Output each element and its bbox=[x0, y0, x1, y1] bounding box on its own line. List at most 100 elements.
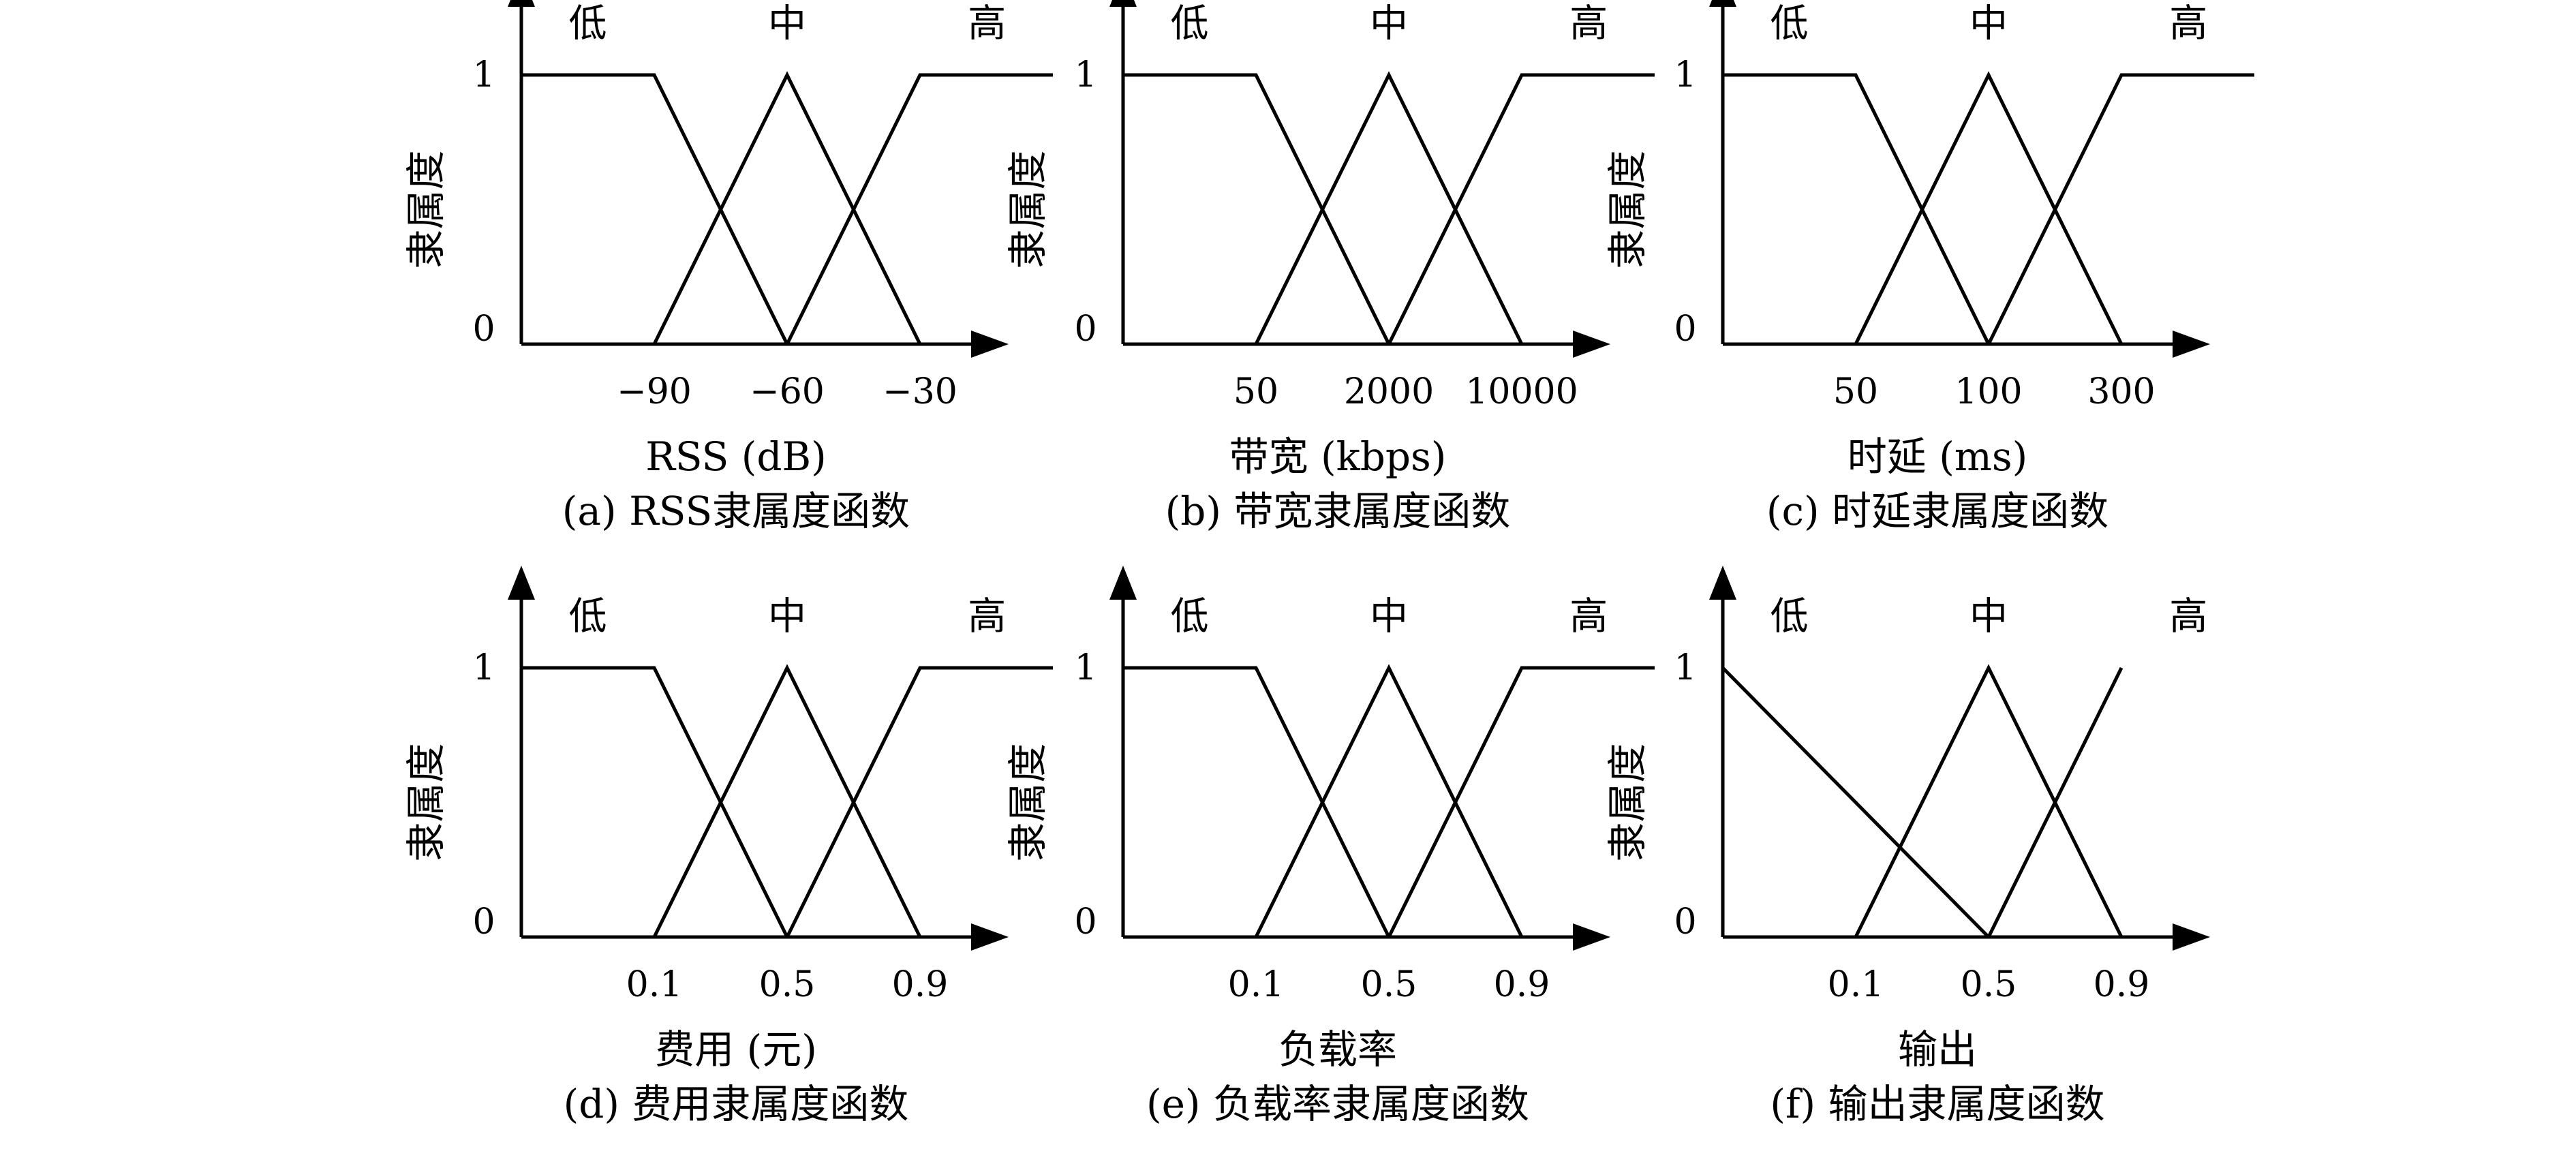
y-tick-label: 0 bbox=[472, 902, 495, 942]
series-label: 高 bbox=[2169, 2, 2207, 46]
series-line-3 bbox=[1987, 73, 2254, 346]
series-line-2 bbox=[1254, 71, 1524, 346]
x-tick-label: 0.5 bbox=[759, 964, 816, 1005]
y-axis-arrow bbox=[508, 0, 535, 7]
y-tick-label: 0 bbox=[1674, 902, 1696, 942]
x-axis-label: 输出 bbox=[1898, 1026, 1977, 1073]
x-tick-label: 300 bbox=[2087, 371, 2155, 412]
chart-panel-5: 0 1 隶属度 0.1 0.5 0.9 负载率 (e) 负载率隶属度函数 低 中 高 bbox=[1005, 566, 1655, 1127]
y-tick-label: 0 bbox=[1074, 902, 1097, 942]
series-label: 高 bbox=[968, 595, 1006, 639]
series-label: 高 bbox=[2169, 595, 2207, 639]
x-tick-label: −30 bbox=[883, 371, 957, 412]
x-tick-label: 0.1 bbox=[1228, 964, 1285, 1005]
series-line-2 bbox=[1254, 664, 1524, 938]
y-axis-arrow bbox=[1709, 566, 1736, 600]
series-label: 中 bbox=[1370, 595, 1408, 639]
series-line-2 bbox=[652, 664, 922, 938]
series-line-1 bbox=[1123, 73, 1391, 346]
chart-caption: (c) 时延隶属度函数 bbox=[1766, 488, 2109, 534]
chart-caption: (b) 带宽隶属度函数 bbox=[1165, 488, 1511, 534]
x-tick-label: 0.5 bbox=[1361, 964, 1417, 1005]
series-label: 低 bbox=[1770, 595, 1809, 639]
x-tick-label: 0.1 bbox=[1828, 964, 1884, 1005]
x-axis-arrow bbox=[971, 331, 1009, 358]
y-axis-label: 隶属度 bbox=[1604, 150, 1651, 268]
x-tick-label: 10000 bbox=[1465, 371, 1578, 412]
x-tick-label: 2000 bbox=[1344, 371, 1434, 412]
x-axis-arrow bbox=[2173, 331, 2210, 358]
y-tick-label: 1 bbox=[1074, 647, 1097, 688]
x-axis-label: 带宽 (kbps) bbox=[1229, 433, 1447, 480]
series-label: 低 bbox=[1770, 2, 1809, 46]
series-line-3 bbox=[785, 73, 1053, 346]
series-label: 高 bbox=[1569, 2, 1608, 46]
chart-caption: (a) RSS隶属度函数 bbox=[562, 488, 910, 534]
y-tick-label: 1 bbox=[1674, 647, 1696, 688]
x-tick-label: 0.5 bbox=[1961, 964, 2017, 1005]
x-axis-label: RSS (dB) bbox=[645, 433, 827, 480]
x-tick-label: 50 bbox=[1833, 371, 1878, 412]
x-axis-arrow bbox=[2173, 923, 2210, 951]
x-tick-label: 50 bbox=[1233, 371, 1278, 412]
y-tick-label: 0 bbox=[1074, 309, 1097, 350]
chart-panel-4: 0 1 隶属度 0.1 0.5 0.9 费用 (元) (d) 费用隶属度函数 低 中 高 bbox=[403, 566, 1053, 1127]
x-axis-label: 时延 (ms) bbox=[1847, 433, 2027, 480]
series-label: 中 bbox=[1969, 595, 2008, 639]
series-label: 中 bbox=[1370, 2, 1408, 46]
chart-caption: (f) 输出隶属度函数 bbox=[1770, 1081, 2104, 1127]
series-line-2 bbox=[1854, 71, 2123, 346]
y-axis-arrow bbox=[1109, 0, 1137, 7]
x-axis-label: 费用 (元) bbox=[655, 1026, 817, 1073]
y-tick-label: 0 bbox=[472, 309, 495, 350]
x-axis-label: 负载率 bbox=[1278, 1026, 1397, 1073]
series-label: 中 bbox=[768, 595, 806, 639]
chart-caption: (d) 费用隶属度函数 bbox=[564, 1081, 909, 1127]
series-line-1 bbox=[521, 666, 789, 938]
series-label: 低 bbox=[1171, 595, 1209, 639]
x-axis-arrow bbox=[1573, 331, 1610, 358]
series-label: 中 bbox=[1969, 2, 2008, 46]
y-axis-arrow bbox=[1709, 0, 1736, 7]
y-axis-label: 隶属度 bbox=[1005, 743, 1051, 861]
series-line-1 bbox=[1721, 666, 1990, 938]
y-tick-label: 1 bbox=[472, 55, 495, 95]
chart-caption: (e) 负载率隶属度函数 bbox=[1146, 1081, 1529, 1127]
series-label: 高 bbox=[1569, 595, 1608, 639]
series-label: 低 bbox=[569, 595, 607, 639]
series-line-1 bbox=[1123, 666, 1391, 938]
series-line-3 bbox=[1387, 666, 1655, 938]
series-line-3 bbox=[1987, 666, 2123, 938]
x-tick-label: −60 bbox=[750, 371, 825, 412]
x-tick-label: 0.9 bbox=[892, 964, 949, 1005]
series-line-2 bbox=[1854, 664, 2123, 938]
series-line-3 bbox=[1387, 73, 1655, 346]
x-tick-label: 100 bbox=[1954, 371, 2022, 412]
x-axis-arrow bbox=[1573, 923, 1610, 951]
x-tick-label: 0.9 bbox=[2094, 964, 2150, 1005]
series-label: 低 bbox=[569, 2, 607, 46]
chart-panel-2: 0 1 隶属度 50 2000 10000 带宽 (kbps) (b) 带宽隶属度函数 低 中 高 bbox=[1005, 0, 1655, 534]
y-tick-label: 1 bbox=[1074, 55, 1097, 95]
series-line-2 bbox=[652, 71, 922, 346]
y-tick-label: 1 bbox=[472, 647, 495, 688]
y-axis-arrow bbox=[1109, 566, 1137, 600]
y-axis-label: 隶属度 bbox=[403, 150, 449, 268]
series-line-1 bbox=[1723, 73, 1991, 346]
x-tick-label: 0.9 bbox=[1494, 964, 1550, 1005]
series-line-3 bbox=[785, 666, 1053, 938]
y-axis-arrow bbox=[508, 566, 535, 600]
series-label: 中 bbox=[768, 2, 806, 46]
series-line-1 bbox=[521, 73, 789, 346]
series-label: 高 bbox=[968, 2, 1006, 46]
y-axis-label: 隶属度 bbox=[1604, 743, 1651, 861]
y-tick-label: 1 bbox=[1674, 55, 1696, 95]
series-label: 低 bbox=[1171, 2, 1209, 46]
x-tick-label: −90 bbox=[617, 371, 692, 412]
x-tick-label: 0.1 bbox=[626, 964, 683, 1005]
x-axis-arrow bbox=[971, 923, 1009, 951]
